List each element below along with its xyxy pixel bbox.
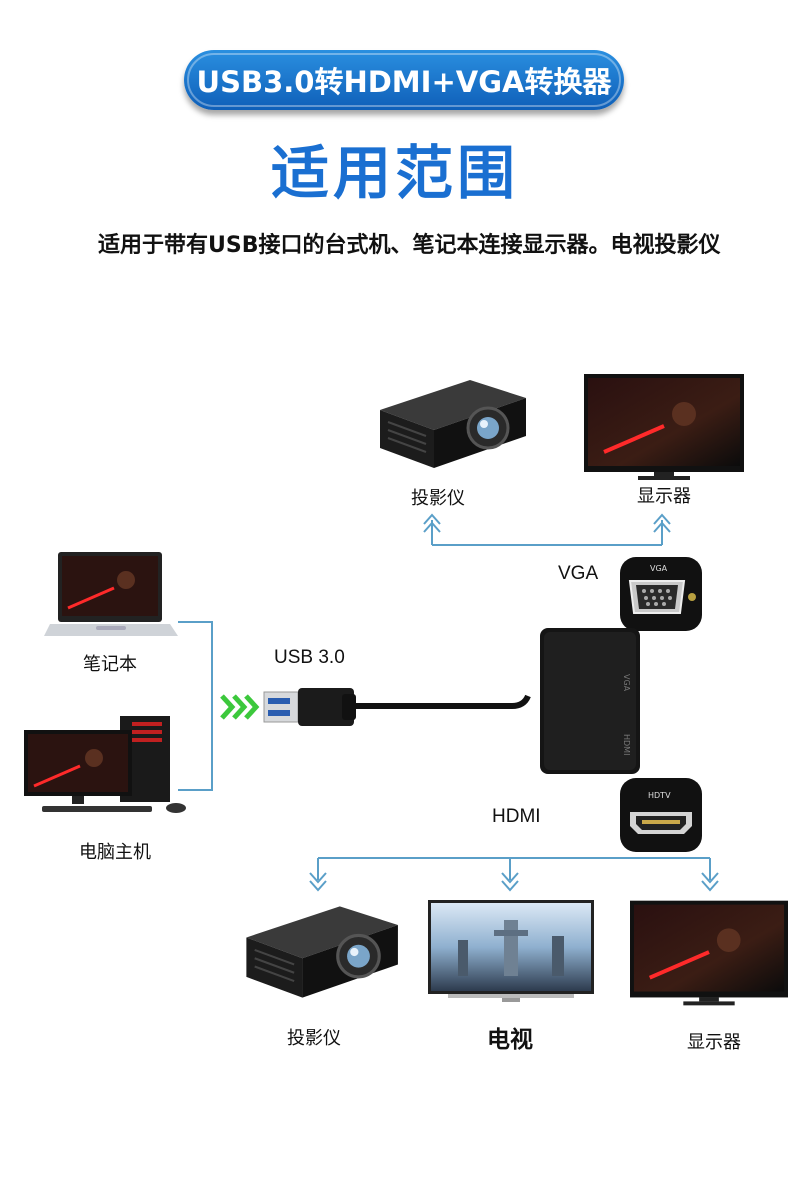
desktop-label: 电脑主机 <box>79 842 151 863</box>
hdmi-port-icon: HDTV <box>620 778 702 852</box>
tv-icon <box>428 900 594 1002</box>
laptop-icon <box>44 552 178 636</box>
vga-monitor-label: 显示器 <box>637 486 691 507</box>
hdmi-monitor-label: 显示器 <box>687 1032 741 1053</box>
projector-icon <box>246 906 398 998</box>
monitor-icon <box>584 374 744 480</box>
double-chevron-icon <box>220 694 260 720</box>
hdmi-tv-label: 电视 <box>487 1027 533 1053</box>
description-text: 适用于带有USB接口的台式机、笔记本连接显示器。电视投影仪 <box>98 233 721 258</box>
desktop-icon <box>24 716 186 813</box>
hdmi-projector-label: 投影仪 <box>287 1028 341 1049</box>
vga-label: VGA <box>558 563 599 584</box>
laptop-label: 笔记本 <box>83 654 137 675</box>
vga-projector-label: 投影仪 <box>411 488 465 509</box>
adapter-vga-text: VGA <box>622 674 631 692</box>
banner-title-text: USB3.0转HDMI+VGA转换器 <box>196 65 612 99</box>
vga-port-icon: VGA <box>620 557 702 631</box>
projector-icon <box>380 380 526 468</box>
usb-label: USB 3.0 <box>274 647 345 668</box>
monitor-icon <box>630 900 788 1006</box>
section-title: 适用范围 <box>270 139 519 207</box>
adapter-hdmi-text: HDMI <box>622 734 631 755</box>
banner-title: USB3.0转HDMI+VGA转换器 <box>184 50 624 110</box>
hdmi-port-badge: HDTV <box>648 791 671 800</box>
adapter-icon: VGA HDMI <box>540 628 640 774</box>
hdmi-label: HDMI <box>492 806 541 827</box>
usb-plug-icon <box>263 688 531 726</box>
vga-port-badge: VGA <box>650 564 668 573</box>
